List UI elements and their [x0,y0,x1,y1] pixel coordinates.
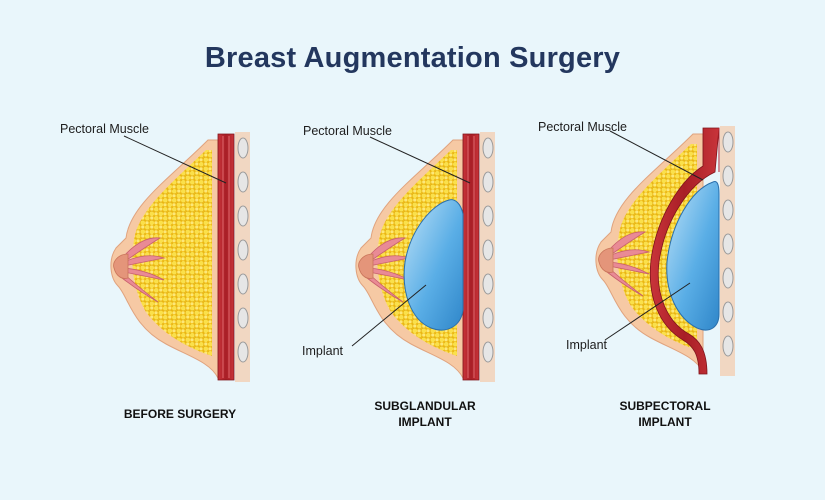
panel-before-surgery: Pectoral Muscle BEFORE SURGERY [60,122,251,421]
pectoral-muscle-label: Pectoral Muscle [538,120,627,134]
panel-subglandular: Pectoral Muscle Implant SUBGLANDULAR IMP… [302,124,496,429]
panel-subpectoral: Pectoral Muscle Implant SUBPECTORAL IMPL… [538,120,736,429]
caption-subglandular-line1: SUBGLANDULAR [374,399,476,413]
pectoral-muscle-shape [649,127,720,375]
page-title: Breast Augmentation Surgery [204,42,621,74]
pectoral-muscle-label: Pectoral Muscle [60,122,149,136]
implant-shape [403,199,464,331]
implant-label: Implant [302,344,344,358]
implant-label: Implant [566,338,608,352]
caption-subglandular-line2: IMPLANT [398,415,452,429]
implant-shape [666,181,720,331]
caption-before-surgery: BEFORE SURGERY [124,407,236,421]
pectoral-muscle-label: Pectoral Muscle [303,124,392,138]
caption-subpectoral-line1: SUBPECTORAL [619,399,710,413]
caption-subpectoral-line2: IMPLANT [638,415,692,429]
